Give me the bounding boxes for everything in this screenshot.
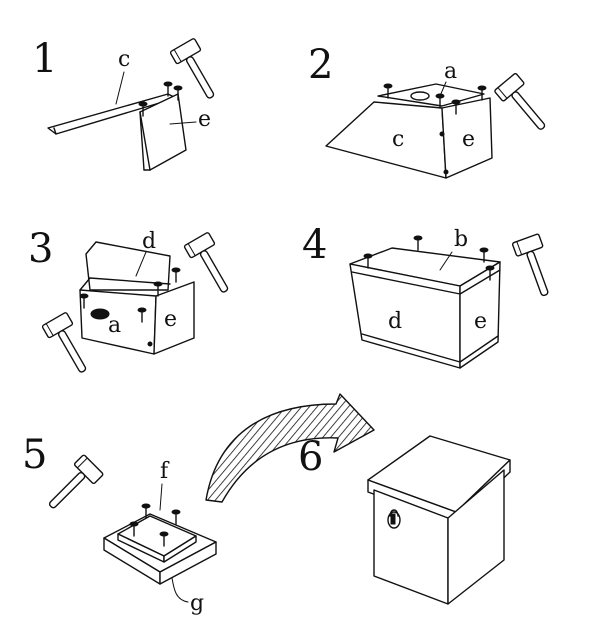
label-e: e (198, 107, 211, 132)
nail-icon (163, 81, 173, 97)
label-e: e (474, 309, 487, 334)
hammer-icon (40, 453, 105, 518)
step-number: 1 (32, 36, 57, 82)
label-d: d (142, 229, 156, 254)
step-1: 1 c e (32, 36, 225, 171)
step-2: 2 a c e (308, 42, 555, 179)
board-c (325, 101, 447, 179)
board-e (441, 97, 493, 179)
side-panel (447, 469, 505, 605)
label-a: a (444, 59, 457, 84)
label-b: b (454, 227, 468, 252)
step-4: 4 b d e (302, 222, 560, 369)
step-5: 5 f g (22, 432, 217, 616)
label-f: f (160, 459, 170, 484)
label-c: c (118, 47, 130, 72)
step-6: 6 (298, 434, 511, 605)
step-number: 4 (302, 222, 327, 268)
step-3: 3 d a e (28, 226, 239, 379)
label-g: g (190, 591, 204, 616)
hammer-icon (493, 72, 555, 138)
step-number: 2 (308, 42, 333, 88)
board-e (139, 93, 187, 171)
nail-icon (413, 235, 423, 251)
step-number: 5 (22, 432, 47, 478)
board-d (85, 241, 171, 291)
label-e: e (462, 127, 475, 152)
entrance-hole-icon (90, 308, 110, 320)
label-d: d (388, 309, 402, 334)
step-number: 3 (28, 226, 53, 272)
hammer-icon (511, 232, 560, 301)
nail-icon (171, 509, 181, 525)
entrance-hole-icon (410, 91, 430, 101)
label-e: e (164, 307, 177, 332)
label-a: a (108, 313, 121, 338)
label-c: c (392, 127, 404, 152)
board-e (153, 281, 195, 355)
step-number: 6 (298, 434, 323, 480)
curved-arrow-icon (205, 393, 375, 503)
nail-icon (171, 267, 181, 283)
